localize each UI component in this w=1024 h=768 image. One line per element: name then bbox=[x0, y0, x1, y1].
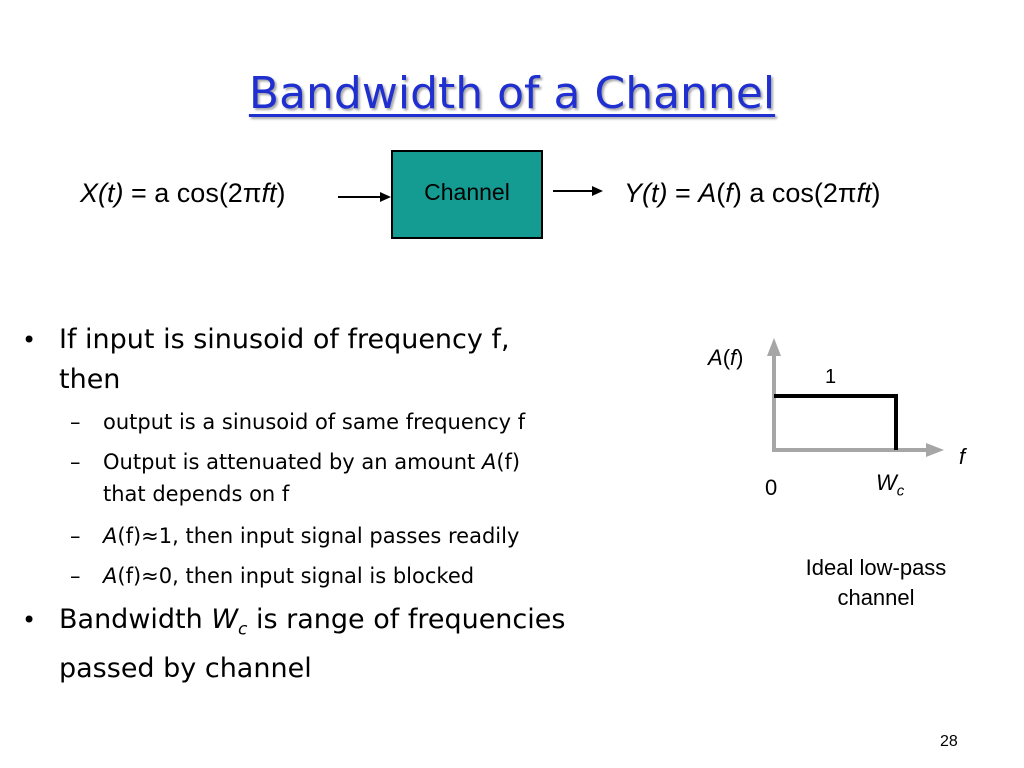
passband-response bbox=[774, 394, 898, 450]
output-close: ) bbox=[871, 178, 881, 208]
input-equals: = bbox=[123, 178, 155, 208]
sub-item-passes: – A(f)≈1, then input signal passes readi… bbox=[20, 520, 680, 552]
slide-title: Bandwidth of a Channel bbox=[248, 68, 776, 119]
output-paren-close: ) bbox=[732, 178, 742, 208]
bullet-item-input: • If input is sinusoid of frequency f, t… bbox=[20, 320, 680, 400]
output-A: A bbox=[698, 178, 717, 208]
output-equation: Y(t) = A(f) a cos(2πft) bbox=[624, 178, 881, 209]
sub-4-A: A bbox=[103, 564, 118, 588]
input-rhs: a cos(2 bbox=[154, 178, 243, 208]
bullet-marker: • bbox=[22, 326, 37, 354]
sub-2-pre: Output is attenuated by an amount bbox=[103, 450, 482, 474]
y-axis-label: A(f) bbox=[708, 345, 743, 371]
dash-marker: – bbox=[70, 564, 81, 588]
sub-item-same-frequency: – output is a sinusoid of same frequency… bbox=[20, 406, 680, 438]
dash-marker: – bbox=[70, 410, 81, 434]
channel-box: Channel bbox=[391, 150, 543, 239]
sub-4-post: (f)≈0, then input signal is blocked bbox=[117, 564, 475, 588]
y-axis bbox=[767, 338, 781, 452]
sub-item-attenuated: – Output is attenuated by an amount A(f)… bbox=[20, 446, 680, 510]
x-axis-label: f bbox=[959, 444, 966, 469]
bullet-1-line-1: If input is sinusoid of frequency f, bbox=[59, 324, 510, 355]
output-rhs: a cos(2 bbox=[741, 178, 838, 208]
bullet-2-line-2: passed by channel bbox=[59, 653, 312, 685]
output-arrow bbox=[553, 186, 603, 196]
bullet-2-c: c bbox=[238, 619, 248, 640]
input-pi: π bbox=[242, 178, 262, 208]
y-label-A: A bbox=[708, 345, 723, 370]
bullet-1-line-2: then bbox=[59, 364, 121, 395]
sub-4-text: A(f)≈0, then input signal is blocked bbox=[103, 560, 680, 592]
sub-2-line-2: that depends on f bbox=[103, 482, 290, 506]
sub-2-A: A bbox=[481, 450, 497, 474]
output-lhs: Y(t) bbox=[624, 178, 668, 208]
output-equals: = bbox=[667, 178, 699, 208]
y-label-f: f bbox=[730, 345, 737, 370]
sub-1-text: output is a sinusoid of same frequency f bbox=[103, 410, 526, 434]
sub-3-text: A(f)≈1, then input signal passes readily bbox=[103, 520, 680, 552]
page-number: 28 bbox=[940, 733, 958, 750]
sub-item-blocked: – A(f)≈0, then input signal is blocked bbox=[20, 560, 680, 592]
x-axis bbox=[772, 443, 944, 457]
bullet-item-bandwidth: • Bandwidth Wc is range of frequencies p… bbox=[20, 600, 680, 689]
bullet-2-post: is range of frequencies bbox=[247, 604, 566, 635]
cutoff-label: Wc bbox=[876, 470, 904, 499]
output-ft: ft bbox=[856, 178, 872, 208]
input-close: ) bbox=[276, 178, 286, 208]
output-paren-open: ( bbox=[716, 178, 726, 208]
lowpass-graph bbox=[767, 338, 944, 457]
input-arrow bbox=[338, 192, 391, 202]
input-equation: X(t) = a cos(2πft) bbox=[80, 178, 285, 209]
sub-3-A: A bbox=[103, 524, 118, 548]
output-pi: π bbox=[837, 178, 857, 208]
caption-line-2: channel bbox=[837, 585, 915, 610]
input-ft: ft bbox=[261, 178, 277, 208]
cutoff-W: W bbox=[876, 470, 897, 495]
bullet-2-pre: Bandwidth bbox=[59, 604, 212, 635]
output-f: f bbox=[725, 178, 733, 208]
input-lhs: X(t) bbox=[80, 178, 124, 208]
origin-label: 0 bbox=[765, 475, 778, 500]
level-label: 1 bbox=[825, 366, 837, 388]
bullet-2-W: W bbox=[211, 604, 239, 635]
caption-line-1: Ideal low-pass bbox=[805, 555, 947, 580]
bullet-2-line-1: Bandwidth Wc is range of frequencies bbox=[59, 600, 680, 649]
graph-caption: Ideal low-pass channel bbox=[770, 553, 982, 613]
bullet-marker: • bbox=[22, 606, 37, 634]
y-label-close: ) bbox=[736, 345, 744, 370]
cutoff-c: c bbox=[896, 482, 905, 500]
sub-2-line-1: Output is attenuated by an amount A(f) bbox=[103, 446, 680, 478]
sub-3-post: (f)≈1, then input signal passes readily bbox=[117, 524, 520, 548]
dash-marker: – bbox=[70, 450, 81, 474]
channel-label: Channel bbox=[424, 179, 510, 205]
dash-marker: – bbox=[70, 524, 81, 548]
y-label-open: ( bbox=[722, 345, 731, 370]
sub-2-post: (f) bbox=[496, 450, 521, 474]
bullet-list: • If input is sinusoid of frequency f, t… bbox=[20, 320, 680, 689]
